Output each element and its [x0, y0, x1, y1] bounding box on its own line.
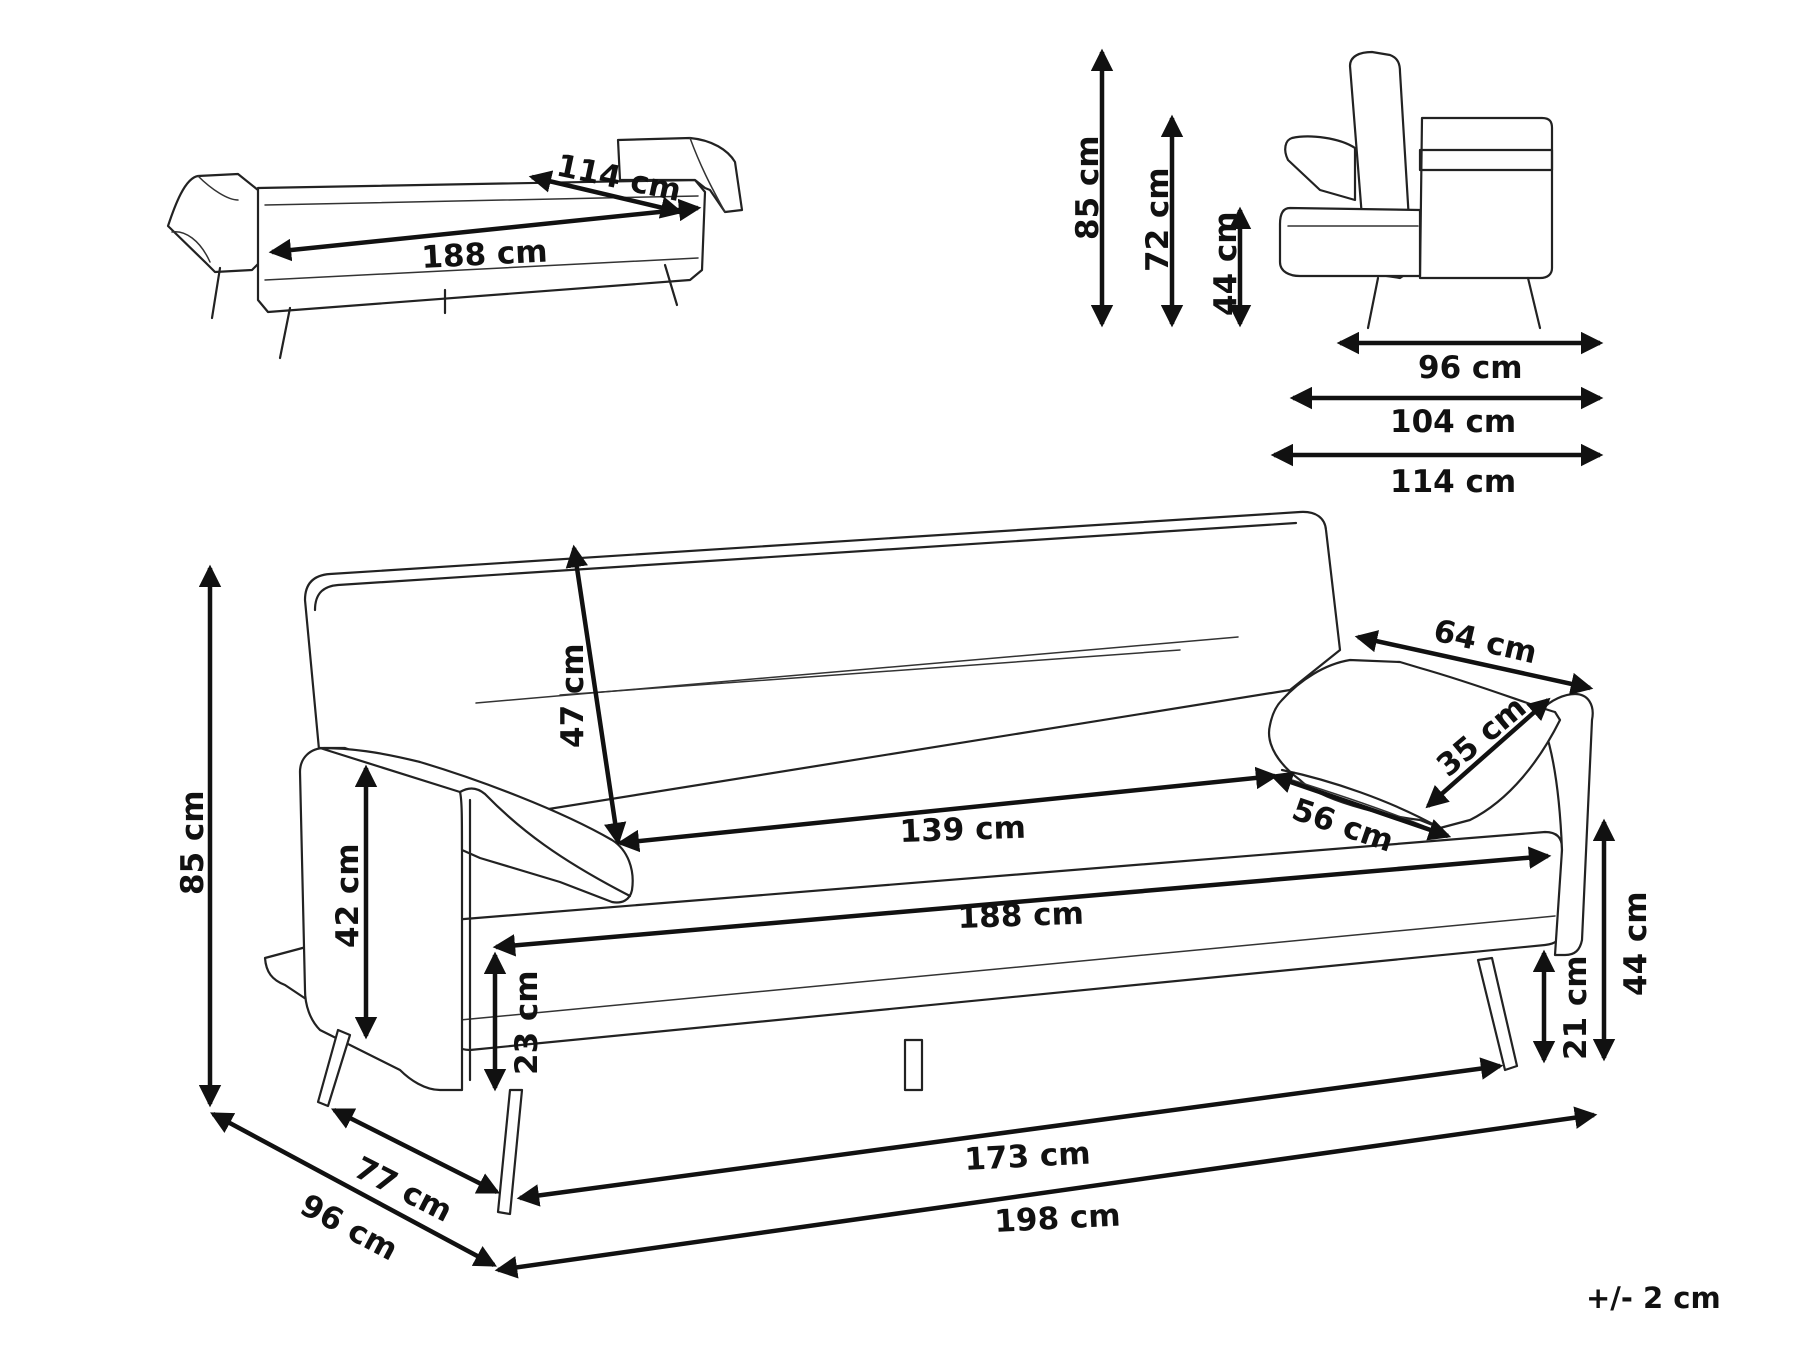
front-left-arm — [298, 746, 464, 1092]
front-view: 85 cm 47 cm 42 cm 23 cm 139 cm 188 cm 17… — [175, 510, 1654, 1279]
front-arm-length-dim — [1354, 630, 1594, 695]
side-arm — [1418, 116, 1554, 280]
front-backrest-height-dim — [565, 544, 627, 846]
side-cushion-top — [1284, 135, 1357, 202]
front-arm-length-label: 64 cm — [1430, 613, 1540, 672]
front-backrest-height-label: 47 cm — [555, 643, 591, 748]
front-seat-inner-label: 139 cm — [899, 810, 1026, 850]
side-depth-seat-label: 96 cm — [1418, 350, 1523, 386]
front-total-width-label: 198 cm — [994, 1197, 1122, 1240]
front-leg-height-label: 21 cm — [1558, 955, 1594, 1060]
bed-mode-view: 188 cm 114 cm — [166, 136, 744, 360]
side-depth-bed-label: 114 cm — [1390, 464, 1516, 500]
front-leg-span-label: 173 cm — [964, 1135, 1092, 1178]
front-seat-width-dim — [492, 846, 1552, 957]
side-legs — [1366, 276, 1542, 330]
front-leg-span-dim — [516, 1057, 1504, 1207]
bed-length-label: 188 cm — [421, 233, 549, 276]
side-height-back-label: 72 cm — [1140, 167, 1176, 272]
front-seat-width-label: 188 cm — [957, 896, 1084, 936]
front-depth-total-dim — [210, 1112, 497, 1267]
side-view: 85 cm 72 cm 44 cm 96 cm 104 cm 114 cm — [1070, 48, 1604, 500]
front-armrest-height-label: 42 cm — [330, 843, 366, 948]
side-height-seat-label: 44 cm — [1208, 211, 1244, 316]
front-seat-inner-dim — [616, 766, 1279, 853]
front-backrest — [303, 510, 1342, 822]
front-arm-inner-dim — [1269, 771, 1452, 841]
bed-width-dim — [528, 170, 684, 219]
front-total-width-dim — [494, 1106, 1598, 1279]
front-height-total-label: 85 cm — [175, 790, 211, 895]
bed-left-arm — [166, 172, 264, 274]
bed-legs — [210, 263, 679, 360]
side-depth-mid-label: 104 cm — [1390, 404, 1516, 440]
side-seat — [1278, 206, 1422, 278]
front-seat-thickness-label: 23 cm — [509, 970, 545, 1075]
front-seat-height-label: 44 cm — [1618, 891, 1654, 996]
side-height-total-label: 85 cm — [1070, 135, 1106, 240]
tolerance-note: +/- 2 cm — [1586, 1281, 1721, 1315]
